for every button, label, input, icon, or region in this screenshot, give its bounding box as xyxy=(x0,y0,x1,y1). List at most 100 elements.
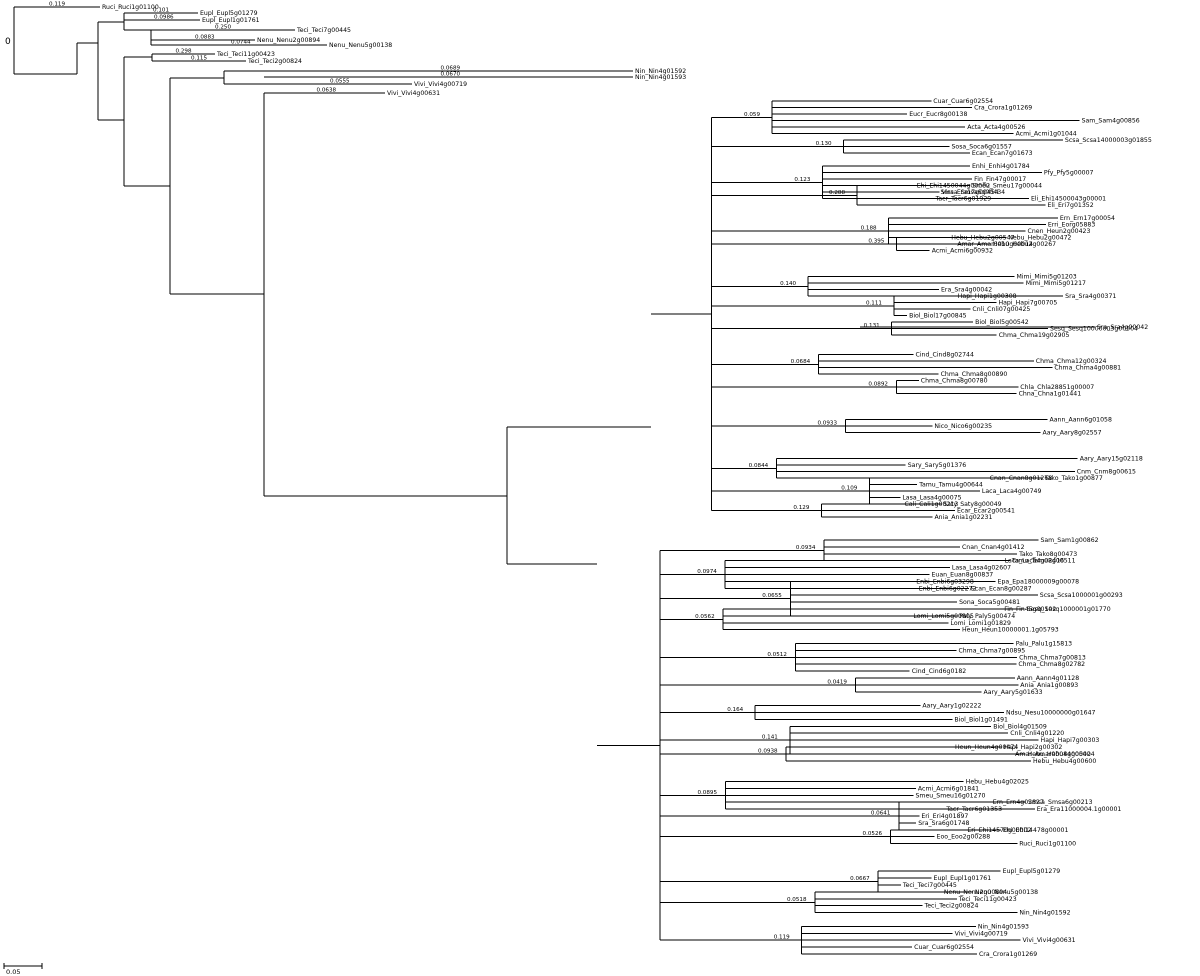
leaf-label: Chma_Chma8g02782 xyxy=(1018,661,1085,668)
branch-length-label: 0.0844 xyxy=(749,463,769,469)
root-label: 0 xyxy=(5,37,11,47)
leaf-label: Sra_Sra6g01748 xyxy=(918,820,969,827)
leaf-label: Cnli_Cnli4g01220 xyxy=(1010,730,1064,737)
leaf-label: Teci_Teci11g00423 xyxy=(958,896,1017,903)
leaf-label: Era_Era11000004.1g00001 xyxy=(1037,806,1122,813)
leaf-label: Aary_Aary15g02118 xyxy=(1080,456,1143,463)
branch-length-label: 0.131 xyxy=(864,323,880,329)
leaf-label: Mimi_Mimi5g01217 xyxy=(1026,280,1086,287)
branch-length-label: 0.0641 xyxy=(871,811,891,817)
leaf-label: Laca_Laca4g02416 xyxy=(1005,558,1065,565)
leaf-label: Acta_Acta4g00526 xyxy=(967,124,1025,131)
leaf-label: Hebu_Hebu2g00267 xyxy=(993,241,1056,248)
leaf-label: Amar_Amar00084g00004 xyxy=(1015,751,1095,758)
branch-length-label: 0.0512 xyxy=(767,652,787,658)
leaf-label: Paly_Paly5g00474 xyxy=(959,613,1015,620)
leaf-label: Nenu_Nenu2g00894 xyxy=(944,889,1007,896)
leaf-label: Epa_Epa18000009g00078 xyxy=(998,578,1080,585)
leaf-label: Biol_Biol4g01509 xyxy=(993,723,1047,730)
leaf-label: Fin_Fin45g00102 xyxy=(1004,606,1056,613)
branch-length-label: 0.119 xyxy=(774,935,790,941)
leaf-label: Nebu_Hebu2g00472 xyxy=(1008,235,1071,242)
leaf-label: Lomi_Lomi1g01829 xyxy=(951,620,1011,627)
leaf-label: Ecan_Ecan7g01673 xyxy=(972,150,1033,157)
leaf-label: Cnli_Cnli07g00425 xyxy=(972,306,1030,313)
leaf-label: Smeu_Smeu16g01270 xyxy=(915,792,985,799)
leaf-label: Cuar_Cuar6g02554 xyxy=(933,98,993,105)
branch-length-label: 0.250 xyxy=(215,25,231,31)
leaf-label: Chma_Chma8g00780 xyxy=(921,378,988,385)
leaf-label: Fin_Fin47g00017 xyxy=(974,176,1026,183)
leaf-label: Teci_Teci7g00445 xyxy=(902,882,957,889)
branch-length-label: 0.0974 xyxy=(697,569,717,575)
branch-length-label: 0.141 xyxy=(762,735,778,741)
leaf-label: Nin_Nin4g01593 xyxy=(978,923,1029,930)
leaf-label: Ern_Ern4g02827 xyxy=(993,799,1044,806)
leaf-label: Saty_Saty8g00049 xyxy=(943,501,1001,508)
branch-length-label: 0.164 xyxy=(727,707,743,713)
leaf-label: Sam_Sam4g00856 xyxy=(1082,118,1140,125)
leaf-label: Enhi_Enhi4g01784 xyxy=(972,163,1030,170)
leaf-label: Era_Sra4g00042 xyxy=(941,287,992,294)
leaf-label: Vivi_Vivi4g00719 xyxy=(955,930,1008,937)
leaf-label: Ecar_Ecar2g00541 xyxy=(957,508,1015,515)
branch-length-label: 0.0419 xyxy=(827,679,847,685)
leaf-label: Sary_Sary5g01376 xyxy=(908,462,967,469)
leaf-label: Eoo_Eoo2g00288 xyxy=(937,834,991,841)
leaf-label: Erri_Eorg05883 xyxy=(1048,222,1096,229)
leaf-label: Lomi_Lomi5g00805 xyxy=(913,613,973,620)
leaf-label: Smeu_Smeu17g00044 xyxy=(972,183,1042,190)
leaf-label: Hapi_Hapi1g00308 xyxy=(958,293,1017,300)
leaf-label: Lasa_Lasa4g00075 xyxy=(902,495,961,502)
leaf-label: Sosa_Soca6g01557 xyxy=(951,144,1011,151)
leaf-label: Chna_Chna1g01441 xyxy=(1019,391,1082,398)
leaf-label: Hapi_Hapi2g00302 xyxy=(1003,744,1062,751)
branch-length-label: 0.0938 xyxy=(758,748,778,754)
leaf-label: Hapi_Hapi7g00705 xyxy=(998,300,1057,307)
branch-length-label: 0.0684 xyxy=(791,359,811,365)
leaf-label: Chla_Chla28851g00007 xyxy=(1020,384,1094,391)
leaf-label: Pfy_Pfy5g00007 xyxy=(1044,170,1094,177)
branch-length-label: 0.298 xyxy=(176,49,192,55)
leaf-label: Teci_Teci7g00445 xyxy=(296,27,351,34)
leaf-label: Ania_Ania1g02231 xyxy=(934,514,992,521)
leaf-label: Ecan_Ecan8g00287 xyxy=(971,585,1032,592)
leaf-label: Biol_Biol5g00542 xyxy=(975,319,1029,326)
leaf-label: Eupl_Eupl5g01279 xyxy=(1003,868,1061,875)
leaf-label: Hebu_Hebu4g02025 xyxy=(966,779,1029,786)
leaf-label: Tako_Tako1g00877 xyxy=(1044,475,1103,482)
leaf-label: Amar_Amar0010g00014 xyxy=(957,241,1033,248)
leaf-label: Ruci_Ruci1g01100 xyxy=(102,4,159,11)
leaf-label: Lasa_Lasa4g02607 xyxy=(952,565,1011,572)
branch-length-label: 0.0934 xyxy=(796,545,816,551)
branch-length-label: 0.0670 xyxy=(441,72,461,78)
leaf-label: Eli_Ehi14500043g00001 xyxy=(1031,196,1106,203)
leaf-label: Chma_Chma8g00890 xyxy=(941,371,1008,378)
leaf-label: Ehi_Ehi14478g00001 xyxy=(1003,827,1069,834)
leaf-label: Sesq_Sesq1000001g01770 xyxy=(1027,606,1111,613)
branch-length-label: 0.0655 xyxy=(762,593,782,599)
leaf-label: Smsa_Smsa6g00434 xyxy=(941,189,1006,196)
leaf-label: Scsa_Scsa14000003g01855 xyxy=(1065,137,1152,144)
leaf-label: Hebu_Hebu2g00547 xyxy=(951,235,1014,242)
branch-length-label: 0.0892 xyxy=(868,382,888,388)
branch-length-label: 0.395 xyxy=(868,239,884,245)
leaf-label: Nin_Nin4g01593 xyxy=(635,74,686,81)
leaf-label: Aary_Aary1g02222 xyxy=(922,703,981,710)
leaf-label: Acmi_Acmi6g01841 xyxy=(918,785,979,792)
branch-length-label: 0.0689 xyxy=(441,66,461,72)
leaf-label: Nico_Nico6g00235 xyxy=(934,423,992,430)
leaf-label: Aann_Aann6g01058 xyxy=(1050,417,1112,424)
leaf-label: Ern_Ern17g00054 xyxy=(1060,215,1115,222)
leaf-label: Vira_Era17g00454 xyxy=(942,189,999,196)
branch-length-label: 0.129 xyxy=(793,505,809,511)
leaf-label: Mimi_Mimi5g01203 xyxy=(1016,274,1076,281)
leaf-label: Chma_Chma7g00895 xyxy=(958,647,1025,654)
branch-length-label: 0.0526 xyxy=(863,831,883,837)
leaf-label: Smsa_Smsa6g00213 xyxy=(1028,799,1093,806)
branch-length-label: 0.109 xyxy=(841,486,857,492)
branch-length-label: 0.288 xyxy=(829,190,845,196)
leaf-label: Eupl_Eupl1g01761 xyxy=(202,17,260,24)
leaf-label: Cra_Crora1g01269 xyxy=(979,951,1037,958)
branch-length-label: 0.059 xyxy=(744,112,760,118)
